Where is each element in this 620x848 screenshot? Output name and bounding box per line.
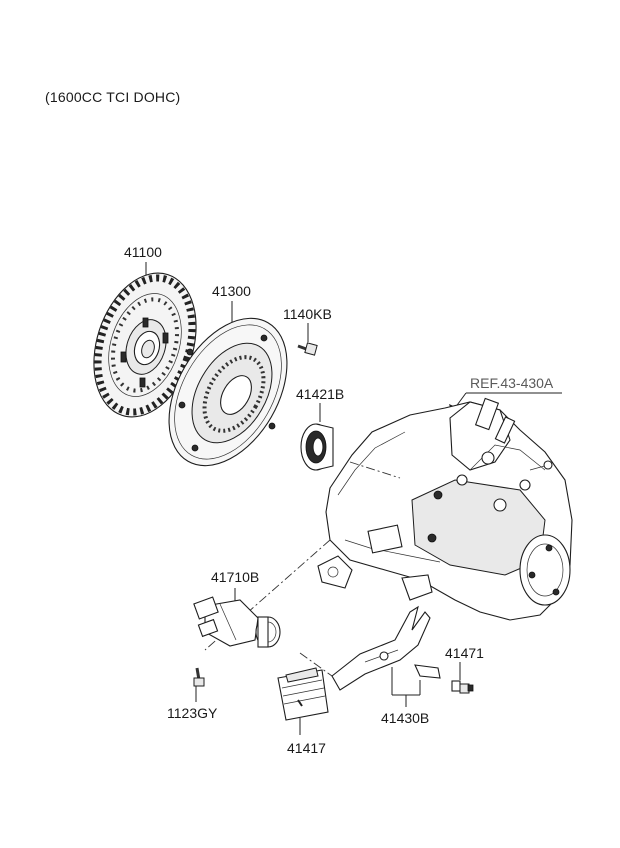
slave-cylinder-41710B — [193, 588, 281, 648]
release-bearing-41421B — [300, 403, 334, 471]
bolt-1140KB — [297, 323, 318, 356]
callout-41100: 41100 — [124, 244, 162, 260]
callout-1140KB: 1140KB — [283, 306, 332, 322]
callout-41430B: 41430B — [381, 710, 430, 726]
clutch-disc-41100 — [93, 262, 197, 418]
boot-41417 — [277, 667, 329, 735]
clutch-cover-41300 — [168, 301, 288, 467]
release-fork-41430B — [331, 605, 441, 707]
transaxle-housing — [317, 397, 573, 621]
callout-41710B: 41710B — [211, 569, 260, 585]
callout-41417: 41417 — [287, 740, 326, 756]
bolt-1123GY — [193, 667, 205, 702]
callout-41421B: 41421B — [296, 386, 345, 402]
callout-41300: 41300 — [212, 283, 251, 299]
callout-ref-43-430A: REF.43-430A — [470, 375, 554, 391]
callout-1123GY: 1123GY — [167, 705, 218, 721]
diagram-title: (1600CC TCI DOHC) — [45, 89, 181, 105]
pivot-bolt-41471 — [451, 662, 474, 694]
callout-41471: 41471 — [445, 645, 484, 661]
